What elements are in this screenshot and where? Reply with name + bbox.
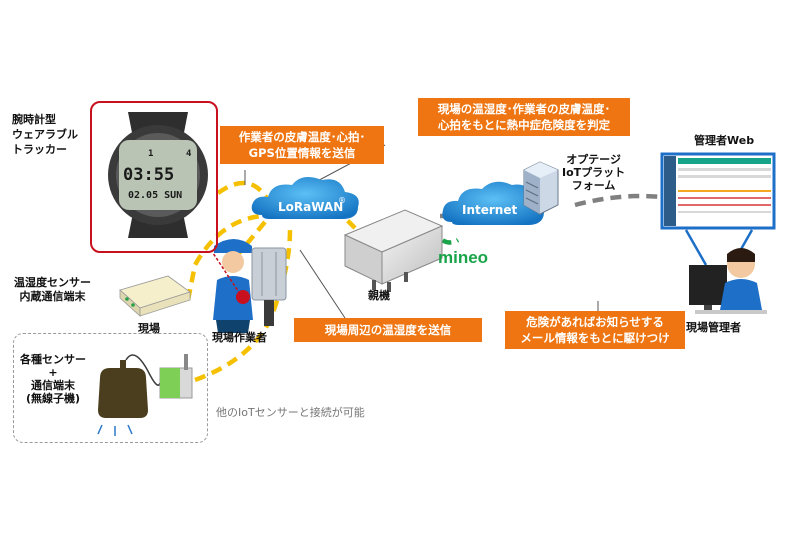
base-unit-device (343, 209, 444, 292)
alert-line-2: メール情報をもとに駆けつけ (520, 331, 670, 345)
other-sensors-devices (97, 354, 193, 436)
mineo-logo: mineo (438, 248, 488, 267)
site-label: 現場 (138, 322, 160, 335)
watch-frame (90, 101, 218, 253)
alert-line-1: 危険があればお知らせする (526, 315, 664, 329)
temp-sensor-line-1: 温湿度センサー (14, 276, 91, 289)
base-unit-label: 親機 (368, 289, 390, 302)
site-worker-label: 現場作業者 (212, 331, 267, 344)
worker-data-line-2: GPS位置情報を送信 (248, 146, 356, 160)
watch-date: 02.05 SUN (128, 190, 182, 201)
heatstroke-line-2: 心拍をもとに熱中症危険度を判定 (437, 118, 611, 132)
site-manager-figure (689, 248, 767, 314)
alert-callout: 危険があればお知らせする メール情報をもとに駆けつけ (505, 311, 685, 349)
sensors-box-line-1: 各種センサー (20, 353, 86, 366)
lora-link-watch (216, 180, 270, 202)
sensors-box (13, 333, 208, 443)
platform-line-1: オプテージ (566, 153, 621, 166)
watch-tracker-label: 腕時計型 ウェアラブル トラッカー (12, 112, 78, 157)
sensors-box-line-4: (無線子機) (25, 392, 81, 405)
watch-digit-1: 1 (148, 149, 153, 159)
sensors-box-label: 各種センサー + 通信端末 (無線子機) (20, 353, 86, 405)
platform-server (523, 161, 559, 215)
lora-link-temp-sensor (185, 213, 263, 301)
admin-web-monitor (660, 152, 776, 230)
internet-cloud: Internet (442, 181, 545, 225)
watch-digit-2: 4 (186, 149, 192, 159)
lorawan-label: LoRaWAN (278, 200, 343, 214)
platform-label: オプテージ IoTプラット フォーム (562, 153, 625, 192)
other-sensors-note: 他のIoTセンサーと接続が可能 (216, 406, 365, 419)
site-temp-callout: 現場周辺の温湿度を送信 (294, 318, 482, 342)
temp-sensor-line-2: 内蔵通信端末 (19, 290, 86, 303)
temp-sensor-device (119, 275, 191, 317)
watch-time: 03:55 (123, 165, 174, 185)
lorawan-cloud: LoRaWAN ® (251, 176, 359, 219)
admin-web-label: 管理者Web (694, 134, 755, 147)
platform-line-2: IoTプラット (562, 166, 626, 179)
watch-tracker-line-3: トラッカー (12, 143, 67, 156)
temp-sensor-label: 温湿度センサー 内蔵通信端末 (14, 276, 91, 304)
watch-tracker-line-1: 腕時計型 (12, 113, 56, 126)
wristwatch-illustration: 1 4 03:55 02.05 SUN (108, 112, 208, 238)
worker-data-callout: 作業者の皮膚温度･心拍･ GPS位置情報を送信 (220, 126, 384, 164)
site-worker-figure (213, 239, 287, 333)
platform-line-3: フォーム (571, 179, 616, 192)
internet-link-admin (574, 193, 663, 208)
watch-tracker-line-2: ウェアラブル (12, 128, 78, 141)
watch-to-worker-line (212, 252, 241, 295)
internet-label: Internet (462, 203, 517, 217)
worker-data-line-1: 作業者の皮膚温度･心拍･ (238, 130, 366, 144)
sensors-box-line-3: 通信端末 (31, 379, 75, 392)
lorawan-mark: ® (338, 196, 346, 205)
sensors-box-line-2: + (48, 366, 58, 379)
site-manager-label: 現場管理者 (686, 321, 741, 334)
heatstroke-callout: 現場の温湿度･作業者の皮膚温度･ 心拍をもとに熱中症危険度を判定 (418, 98, 630, 136)
heatstroke-line-1: 現場の温湿度･作業者の皮膚温度･ (437, 102, 611, 116)
